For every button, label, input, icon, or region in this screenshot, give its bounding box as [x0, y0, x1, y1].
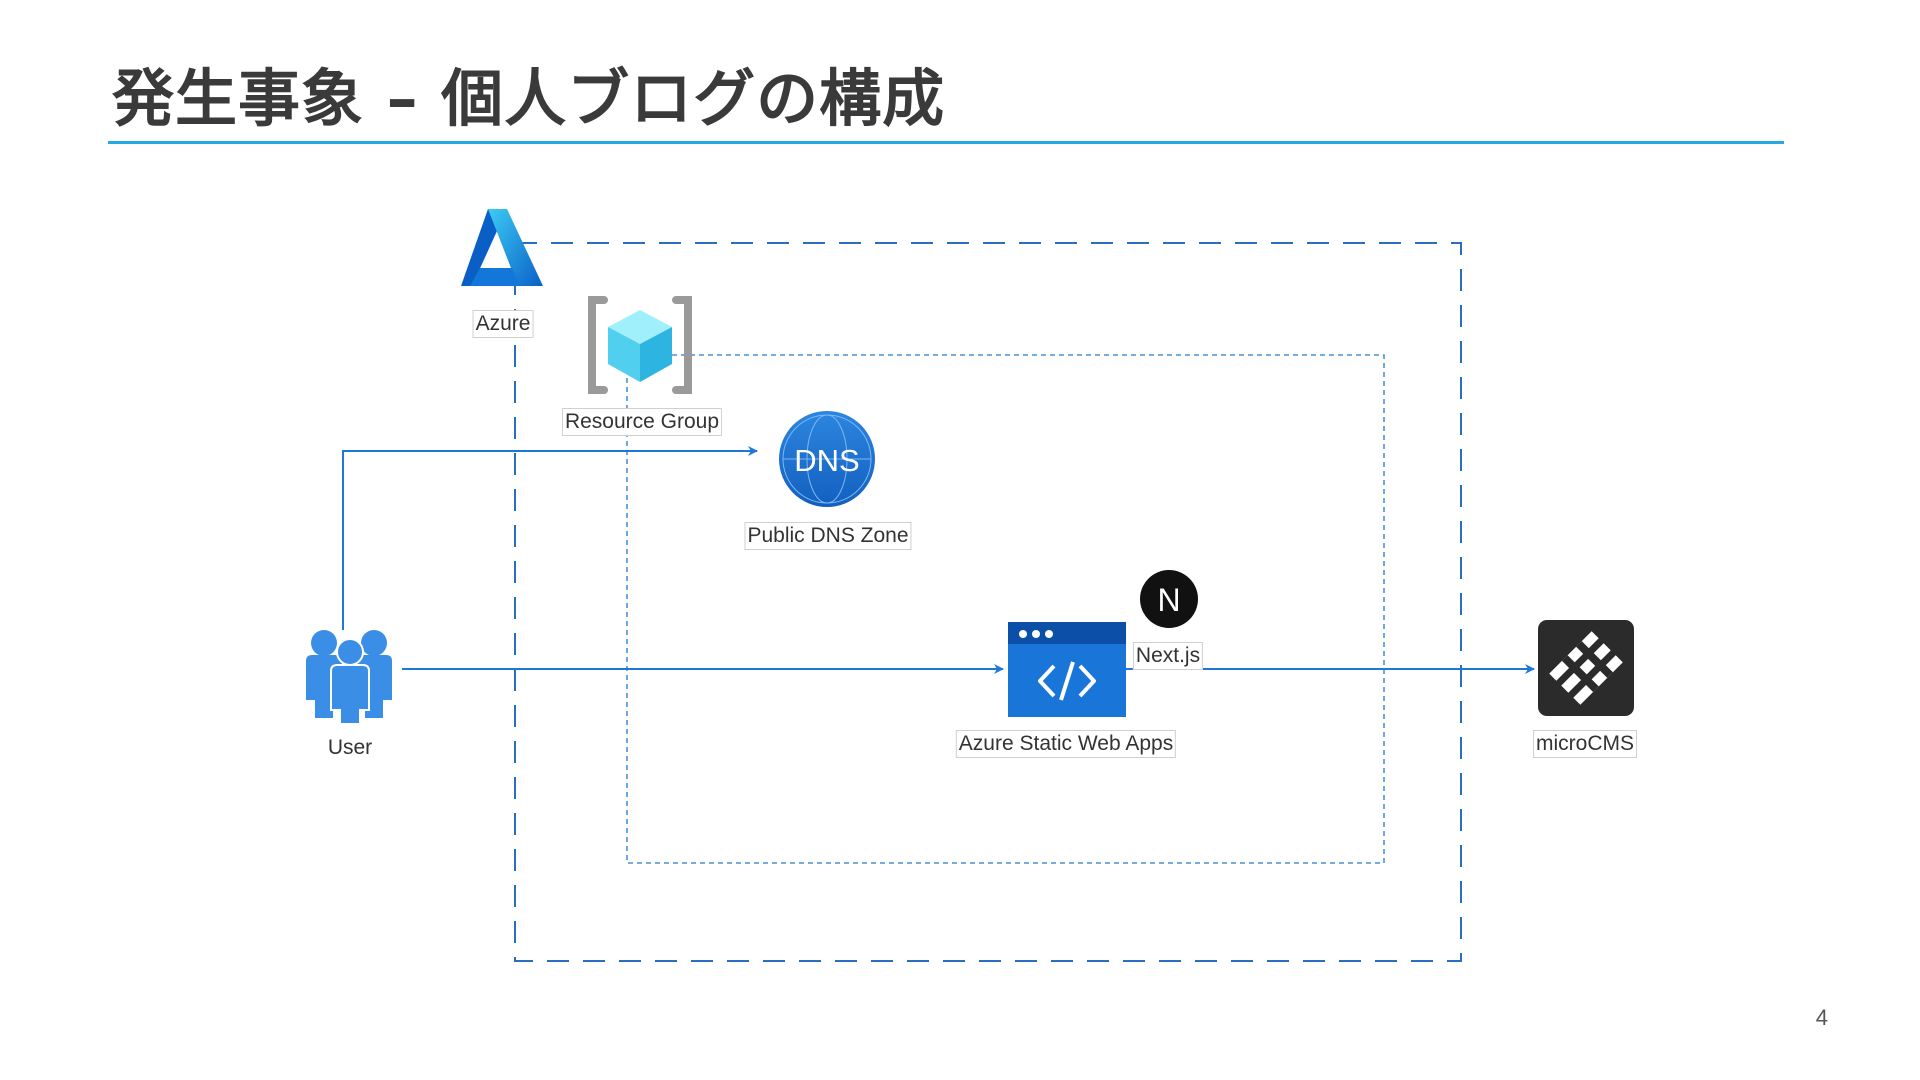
dns-icon: DNS [779, 411, 875, 507]
slide-title: 発生事象 – 個人ブログの構成 [112, 62, 946, 135]
microcms-logo-icon [1538, 620, 1634, 716]
dns-icon-text: DNS [794, 443, 859, 478]
edge-user-to-dns [342, 446, 758, 630]
dns-zone-label: Public DNS Zone [744, 522, 912, 550]
resource-group-icon [588, 296, 692, 394]
user-label: User [327, 736, 373, 759]
nextjs-logo-text: N [1157, 582, 1180, 618]
resource-group-boundary [626, 354, 1385, 864]
users-icon [306, 630, 392, 725]
resource-group-label: Resource Group [561, 408, 723, 436]
microcms-label: microCMS [1533, 730, 1637, 758]
nextjs-logo-icon: N [1140, 570, 1198, 628]
page-number: 4 [1815, 1005, 1828, 1030]
azure-logo-icon [461, 209, 543, 286]
static-web-apps-label: Azure Static Web Apps [955, 730, 1177, 758]
static-web-apps-icon [1008, 622, 1126, 717]
azure-label: Azure [472, 310, 534, 338]
azure-boundary [514, 242, 1462, 962]
title-divider [108, 141, 1784, 144]
nextjs-label: Next.js [1132, 642, 1204, 670]
